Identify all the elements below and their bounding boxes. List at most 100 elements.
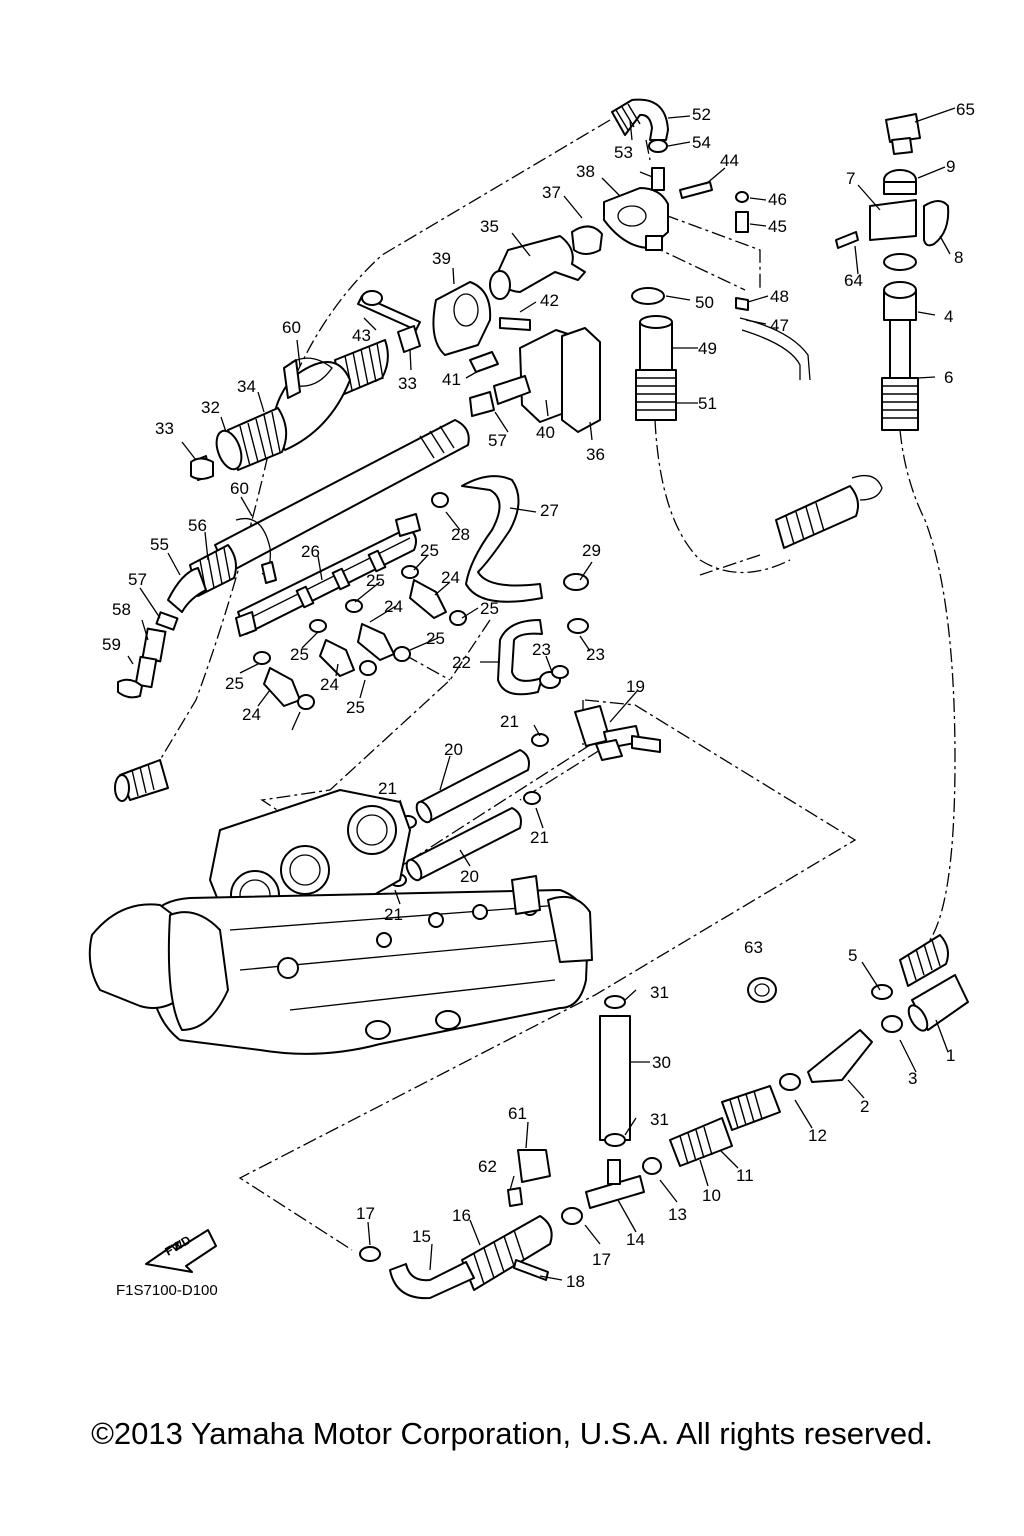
callout-50: 50	[695, 293, 714, 312]
callout-29: 29	[582, 541, 601, 560]
callout-58: 58	[112, 600, 131, 619]
callout-64: 64	[844, 271, 863, 290]
callout-17-a: 17	[356, 1204, 375, 1223]
copyright-notice: ©2013 Yamaha Motor Corporation, U.S.A. A…	[91, 1416, 933, 1451]
hose-52-53	[611, 98, 669, 153]
callout-65: 65	[956, 100, 975, 119]
callout-24-c: 24	[320, 675, 339, 694]
callout-25-b: 25	[366, 571, 385, 590]
bottom-hoses-14-18	[359, 1149, 583, 1300]
callout-25-d: 25	[290, 645, 309, 664]
callout-5: 5	[848, 946, 857, 965]
engine-exhaust-manifold	[88, 789, 593, 1055]
callout-39: 39	[432, 249, 451, 268]
callout-25-f: 25	[225, 674, 244, 693]
callout-15: 15	[412, 1227, 431, 1246]
callout-48: 48	[770, 287, 789, 306]
callout-8: 8	[954, 248, 963, 267]
callout-6: 6	[944, 368, 953, 387]
cooling-hoses-22-29	[253, 475, 589, 710]
callout-40: 40	[536, 423, 555, 442]
callout-26: 26	[301, 542, 320, 561]
valve-parts-cluster	[357, 167, 749, 433]
exhaust-hose-56	[167, 419, 470, 613]
callout-25-c: 25	[480, 599, 499, 618]
callout-54: 54	[692, 133, 711, 152]
callout-42: 42	[540, 291, 559, 310]
callout-25-a: 25	[420, 541, 439, 560]
callout-59: 59	[102, 635, 121, 654]
callout-25-g: 25	[346, 698, 365, 717]
callout-28: 28	[451, 525, 470, 544]
callout-21-b: 21	[378, 779, 397, 798]
callout-7: 7	[846, 169, 855, 188]
callout-33-upper: 33	[398, 374, 417, 393]
callout-24-d: 24	[242, 705, 261, 724]
callout-9: 9	[946, 157, 955, 176]
callout-38: 38	[576, 162, 595, 181]
callout-41: 41	[442, 370, 461, 389]
callout-25-e: 25	[426, 629, 445, 648]
callout-12: 12	[808, 1126, 827, 1145]
callout-21-c: 21	[530, 828, 549, 847]
callout-11: 11	[736, 1166, 754, 1185]
callout-2: 2	[860, 1097, 869, 1116]
callout-36: 36	[586, 445, 605, 464]
cooling-manifold-26	[235, 513, 421, 637]
callout-43: 43	[352, 326, 371, 345]
callout-24-a: 24	[441, 568, 460, 587]
callout-14: 14	[626, 1230, 645, 1249]
callout-60-lower: 60	[230, 479, 249, 498]
callout-31-b: 31	[650, 1110, 669, 1129]
lower-left-hose-end	[114, 759, 169, 802]
callout-37: 37	[542, 183, 561, 202]
callout-51: 51	[698, 394, 717, 413]
callout-labels: 65 52 54 53 44 38 9 7 46 37 45 35 8 39 6…	[102, 100, 975, 1291]
callout-30: 30	[652, 1053, 671, 1072]
callout-27: 27	[540, 501, 559, 520]
callout-63: 63	[744, 938, 763, 957]
callout-35: 35	[480, 217, 499, 236]
callout-61: 61	[508, 1104, 527, 1123]
callout-20-b: 20	[460, 867, 479, 886]
callout-62: 62	[478, 1157, 497, 1176]
lower-right-hoses	[585, 934, 969, 1209]
callout-32: 32	[201, 398, 220, 417]
callout-23-a: 23	[532, 640, 551, 659]
callout-18: 18	[566, 1272, 585, 1291]
fwd-arrow-icon: FWD	[145, 1229, 217, 1273]
filler-neck-assembly	[835, 113, 950, 431]
callout-57-lower: 57	[128, 570, 147, 589]
diagram-reference-code: F1S7100-D100	[116, 1282, 218, 1299]
callout-24-b: 24	[384, 597, 403, 616]
callout-55: 55	[150, 535, 169, 554]
callout-31-a: 31	[650, 983, 669, 1002]
callout-49: 49	[698, 339, 717, 358]
callout-60-upper: 60	[282, 318, 301, 337]
callout-1: 1	[946, 1046, 955, 1065]
water-lock-hose-assembly	[190, 339, 389, 481]
callout-19: 19	[626, 677, 645, 696]
callout-21-d: 21	[384, 905, 403, 924]
callout-13: 13	[668, 1205, 687, 1224]
callout-52: 52	[692, 105, 711, 124]
callout-10: 10	[702, 1186, 721, 1205]
joint-19-and-pipes-20	[389, 705, 661, 887]
callout-16: 16	[452, 1206, 471, 1225]
callout-4: 4	[944, 307, 953, 326]
callout-33-lower: 33	[155, 419, 174, 438]
callout-3: 3	[908, 1069, 917, 1088]
callout-46: 46	[768, 190, 787, 209]
callout-17-b: 17	[592, 1250, 611, 1269]
small-joint-pipes-57-59	[117, 611, 179, 699]
callout-22: 22	[452, 653, 471, 672]
callout-20-a: 20	[444, 740, 463, 759]
callout-47: 47	[770, 316, 789, 335]
leader-lines	[127, 107, 956, 1281]
hoses-49-51	[631, 287, 883, 549]
callout-44: 44	[720, 151, 739, 170]
callout-23-b: 23	[586, 645, 605, 664]
callout-56: 56	[188, 516, 207, 535]
callout-57-upper: 57	[488, 431, 507, 450]
